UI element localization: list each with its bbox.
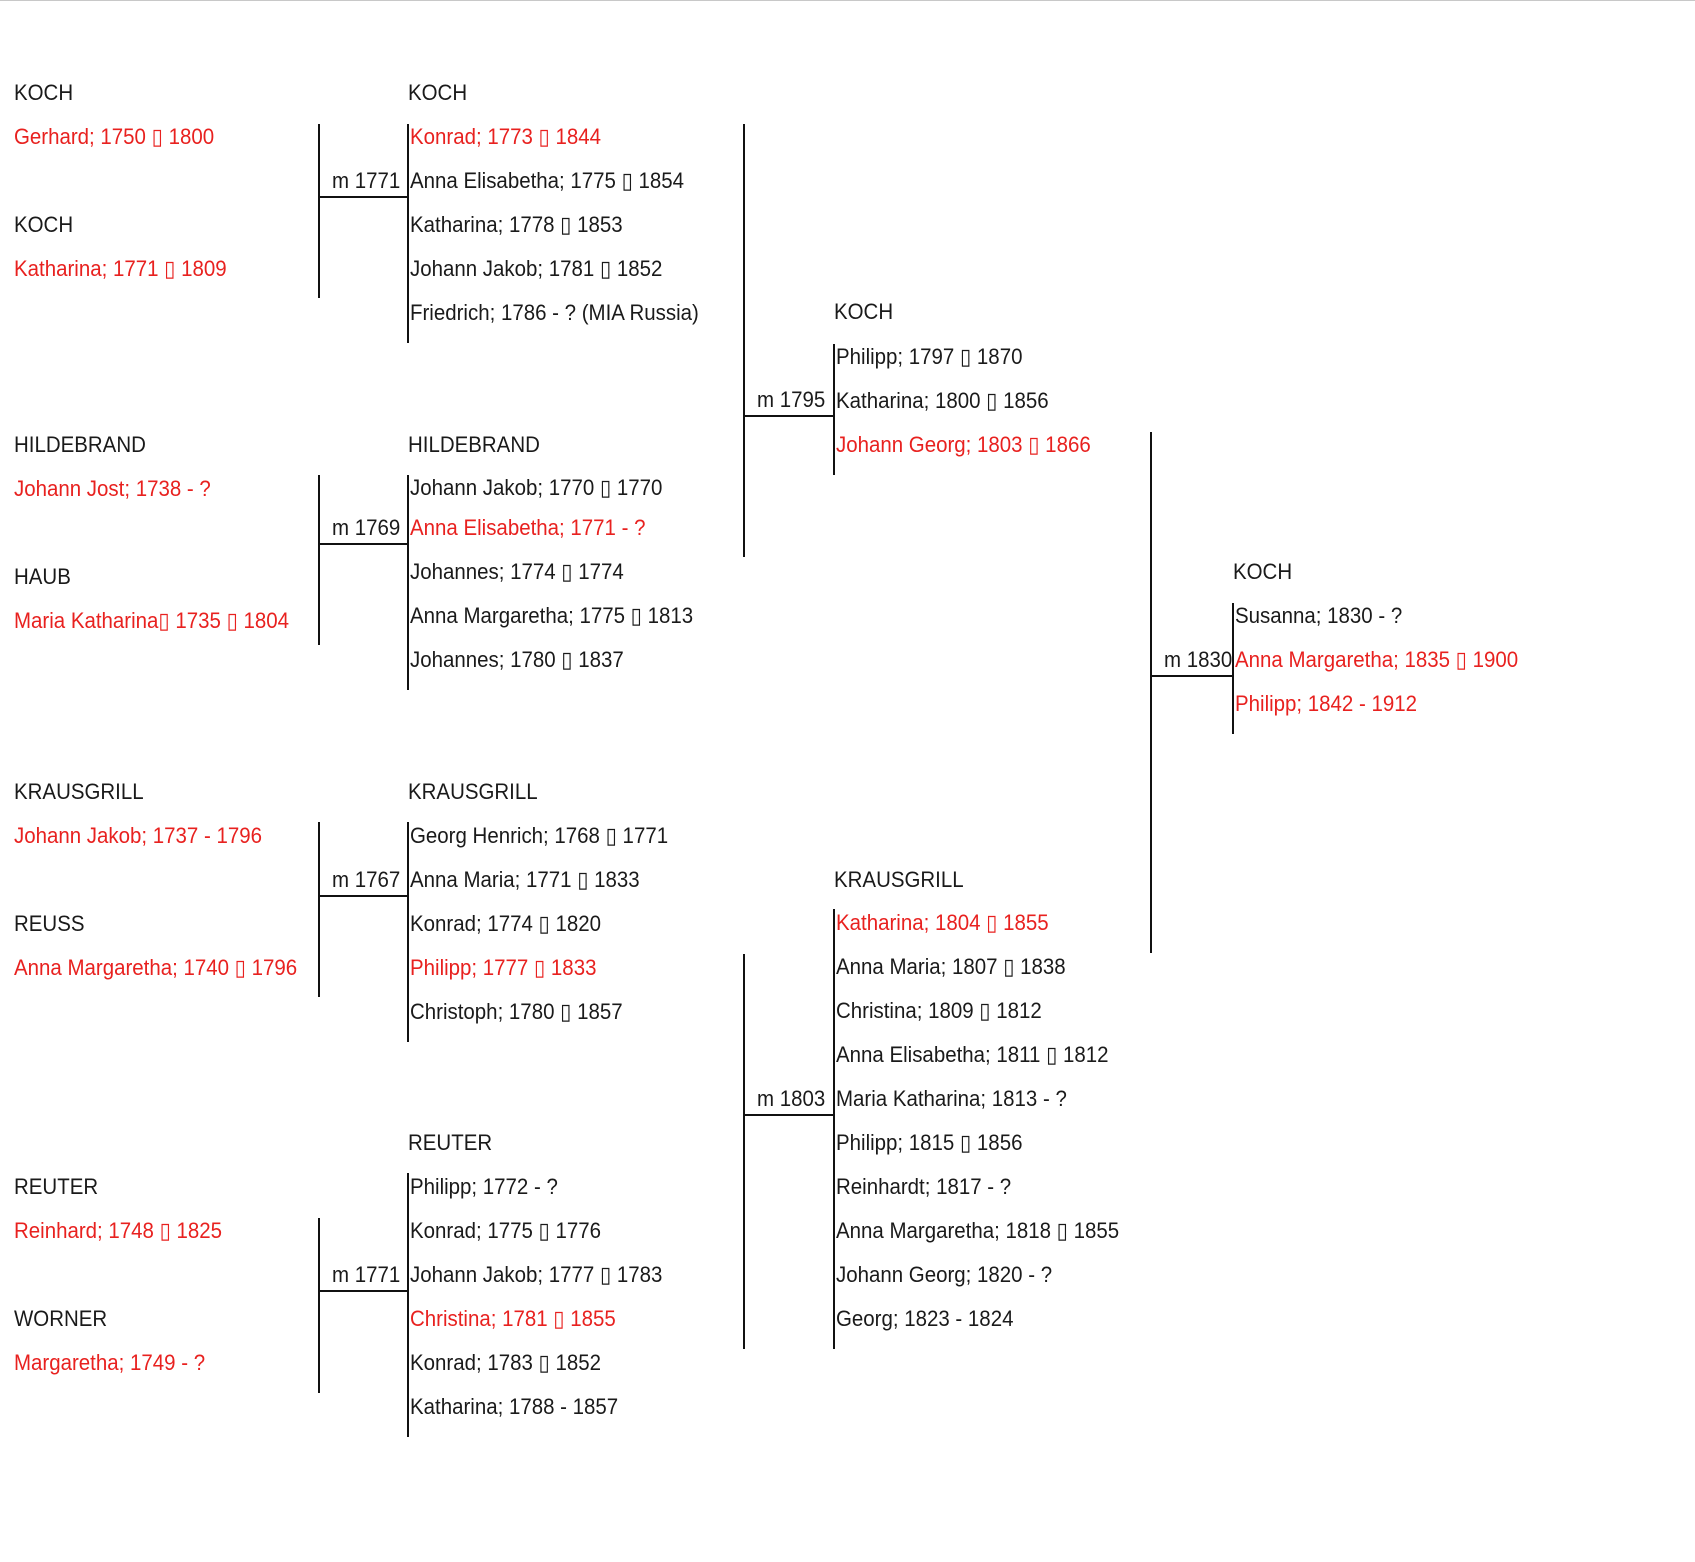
mother-surname: REUSS [14,911,85,936]
children-bracket [407,1173,409,1437]
couple-bracket [318,124,320,298]
child-entry: Johann Georg; 1803 ▯ 1866 [836,432,1091,457]
father-surname: KOCH [14,80,74,105]
children-surname: REUTER [408,1130,493,1155]
child-entry: Katharina; 1778 ▯ 1853 [410,212,623,237]
marriage-connector [744,1114,834,1116]
marriage-connector [319,895,408,897]
couple-bracket [743,124,745,557]
children-surname: KOCH [408,80,468,105]
marriage-connector [319,196,408,198]
children-surname: KRAUSGRILL [834,867,964,892]
child-entry: Katharina; 1788 - 1857 [410,1394,619,1419]
children-bracket [833,909,835,1349]
child-entry: Anna Margaretha; 1775 ▯ 1813 [410,603,694,628]
couple-bracket [318,1218,320,1393]
mother-name: Margaretha; 1749 - ? [14,1350,206,1375]
couple-bracket [318,822,320,997]
marriage-year-label: m 1795 [757,387,826,412]
children-surname: KRAUSGRILL [408,779,538,804]
mother-surname: KOCH [14,212,74,237]
child-entry: Johannes; 1780 ▯ 1837 [410,647,624,672]
child-entry: Anna Elisabetha; 1775 ▯ 1854 [410,168,685,193]
child-entry: Johann Jakob; 1770 ▯ 1770 [410,475,663,500]
child-entry: Anna Maria; 1807 ▯ 1838 [836,954,1066,979]
marriage-year-label: m 1830 [1164,647,1233,672]
father-surname: REUTER [14,1174,99,1199]
child-entry: Katharina; 1804 ▯ 1855 [836,910,1049,935]
child-entry: Georg Henrich; 1768 ▯ 1771 [410,823,669,848]
child-entry: Johann Jakob; 1777 ▯ 1783 [410,1262,663,1287]
couple-bracket [743,954,745,1349]
mother-name: Maria Katharina▯ 1735 ▯ 1804 [14,608,290,633]
child-entry: Johann Jakob; 1781 ▯ 1852 [410,256,663,281]
child-entry: Friedrich; 1786 - ? (MIA Russia) [410,300,699,325]
child-entry: Anna Maria; 1771 ▯ 1833 [410,867,640,892]
mother-name: Katharina; 1771 ▯ 1809 [14,256,227,281]
mother-name: Anna Margaretha; 1740 ▯ 1796 [14,955,298,980]
child-entry: Christoph; 1780 ▯ 1857 [410,999,623,1024]
marriage-year-label: m 1769 [332,515,401,540]
children-bracket [407,124,409,343]
child-entry: Konrad; 1783 ▯ 1852 [410,1350,602,1375]
children-surname: HILDEBRAND [408,432,540,457]
marriage-connector [744,415,834,417]
child-entry: Konrad; 1775 ▯ 1776 [410,1218,602,1243]
child-entry: Konrad; 1774 ▯ 1820 [410,911,602,936]
child-entry: Reinhardt; 1817 - ? [836,1174,1012,1199]
marriage-year-label: m 1771 [332,168,401,193]
child-entry: Johann Georg; 1820 - ? [836,1262,1053,1287]
child-entry: Konrad; 1773 ▯ 1844 [410,124,602,149]
child-entry: Maria Katharina; 1813 - ? [836,1086,1067,1111]
children-bracket [407,822,409,1042]
child-entry: Philipp; 1842 - 1912 [1235,691,1418,716]
child-entry: Philipp; 1797 ▯ 1870 [836,344,1023,369]
child-entry: Katharina; 1800 ▯ 1856 [836,388,1049,413]
marriage-connector [319,1290,408,1292]
child-entry: Anna Margaretha; 1818 ▯ 1855 [836,1218,1120,1243]
father-name: Gerhard; 1750 ▯ 1800 [14,124,215,149]
children-surname: KOCH [1233,559,1293,584]
child-entry: Philipp; 1815 ▯ 1856 [836,1130,1023,1155]
father-name: Johann Jost; 1738 - ? [14,476,211,501]
child-entry: Christina; 1781 ▯ 1855 [410,1306,616,1331]
child-entry: Anna Elisabetha; 1771 - ? [410,515,646,540]
marriage-year-label: m 1771 [332,1262,401,1287]
child-entry: Philipp; 1772 - ? [410,1174,558,1199]
marriage-connector [1151,675,1233,677]
child-entry: Georg; 1823 - 1824 [836,1306,1014,1331]
children-bracket [1232,603,1234,734]
child-entry: Philipp; 1777 ▯ 1833 [410,955,597,980]
children-bracket [407,475,409,690]
child-entry: Susanna; 1830 - ? [1235,603,1403,628]
children-surname: KOCH [834,299,894,324]
marriage-year-label: m 1803 [757,1086,826,1111]
father-name: Reinhard; 1748 ▯ 1825 [14,1218,223,1243]
child-entry: Christina; 1809 ▯ 1812 [836,998,1042,1023]
child-entry: Anna Margaretha; 1835 ▯ 1900 [1235,647,1519,672]
father-name: Johann Jakob; 1737 - 1796 [14,823,262,848]
father-surname: KRAUSGRILL [14,779,144,804]
couple-bracket [318,475,320,645]
marriage-year-label: m 1767 [332,867,401,892]
children-bracket [833,344,835,475]
couple-bracket [1150,432,1152,953]
child-entry: Anna Elisabetha; 1811 ▯ 1812 [836,1042,1109,1067]
marriage-connector [319,543,408,545]
mother-surname: HAUB [14,564,71,589]
child-entry: Johannes; 1774 ▯ 1774 [410,559,624,584]
father-surname: HILDEBRAND [14,432,146,457]
top-divider [0,0,1695,1]
mother-surname: WORNER [14,1306,108,1331]
